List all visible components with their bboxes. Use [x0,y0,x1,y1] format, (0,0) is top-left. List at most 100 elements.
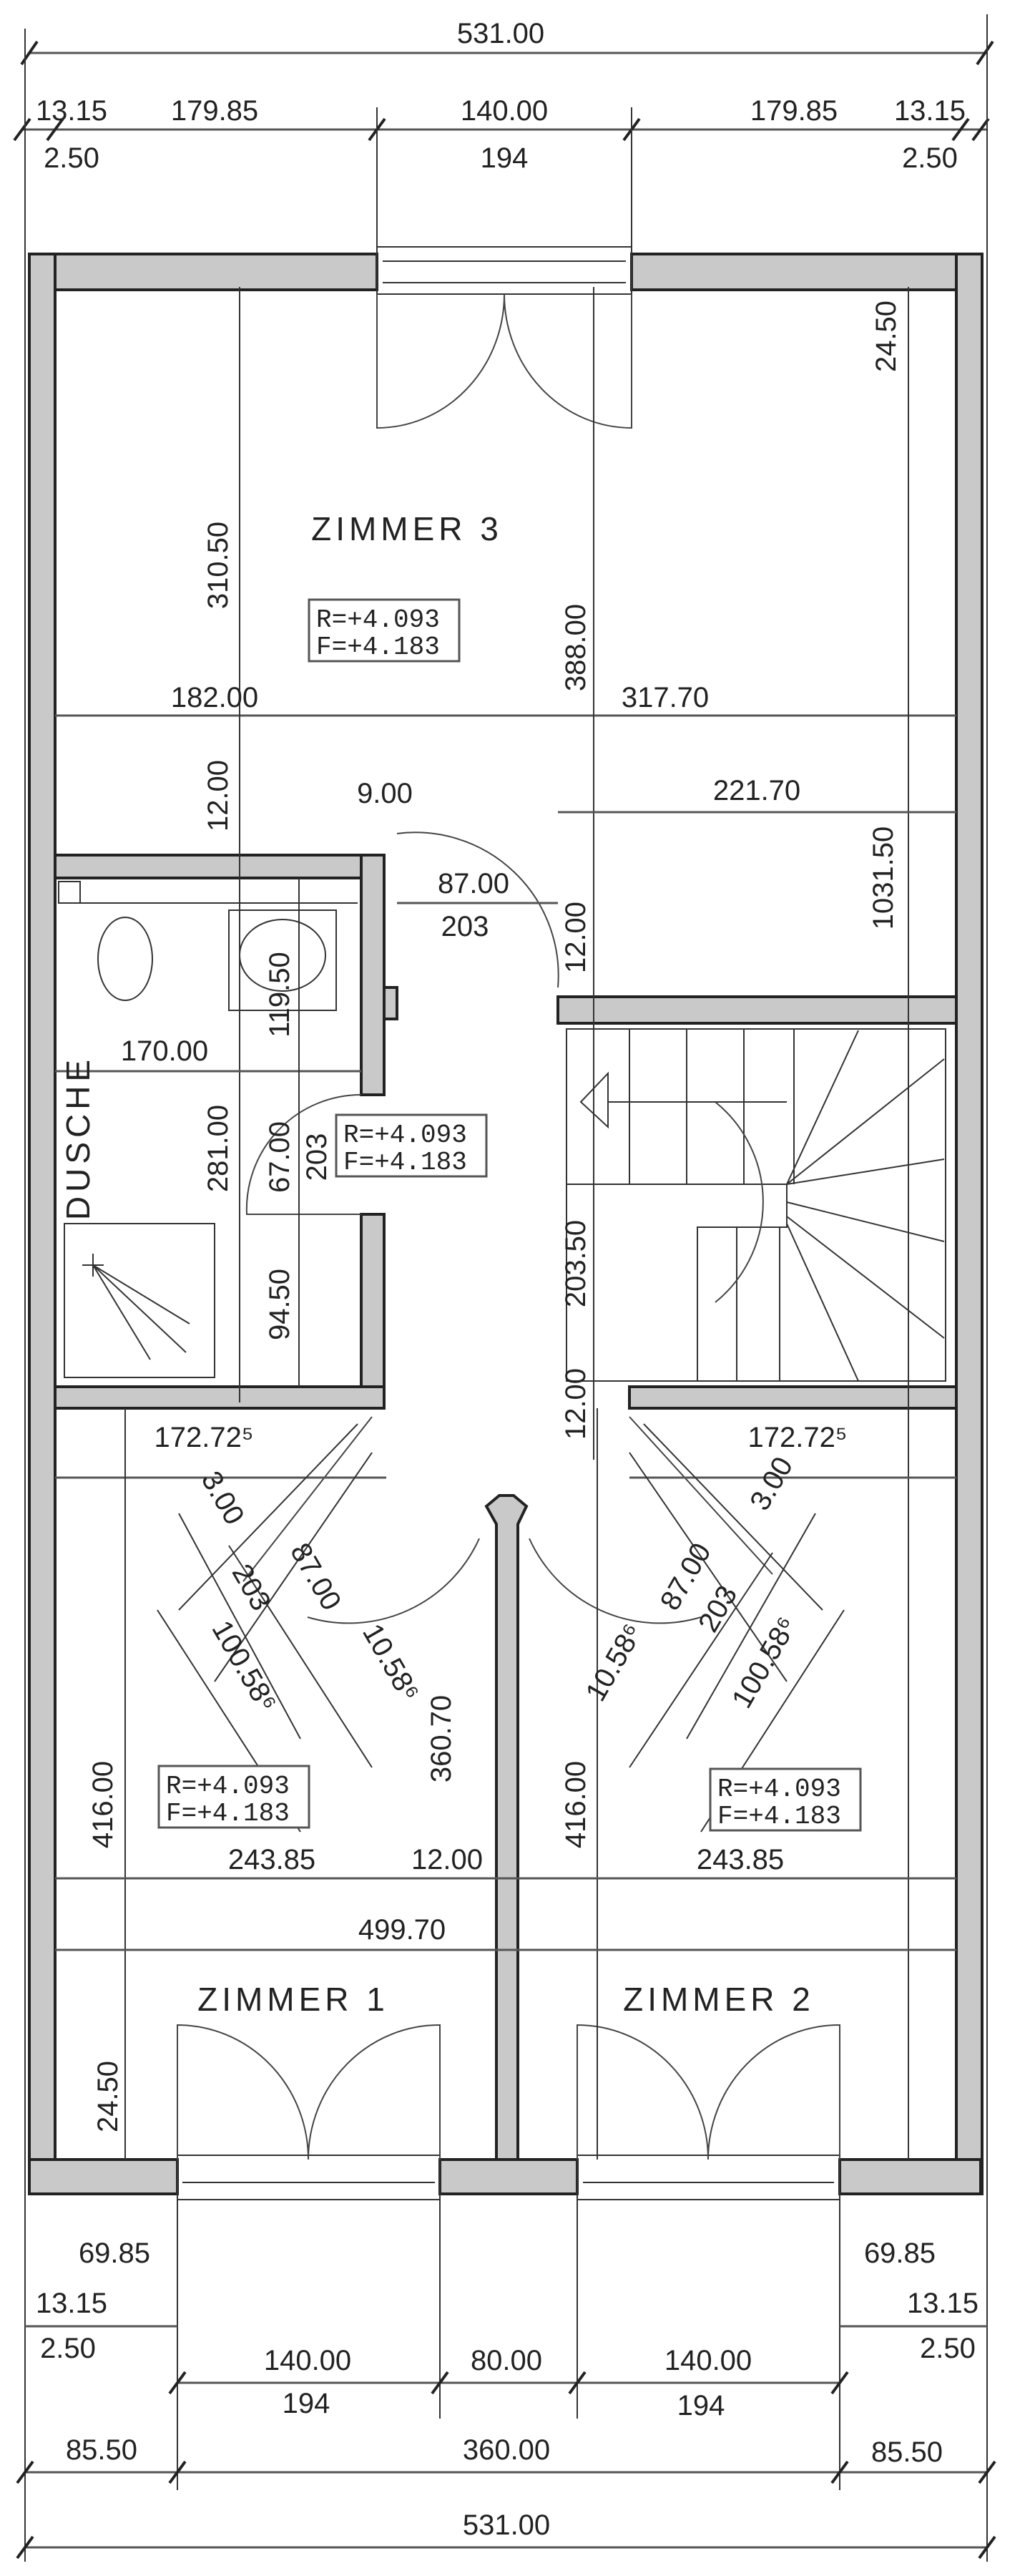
dim-z2-top-width: 172.72⁵ [748,1422,848,1453]
dim-z2-diag-short: 10.58⁶ [580,1619,649,1707]
wall-stair-top [556,995,958,1025]
bathroom-fixtures [58,881,358,1378]
wall-top-left [28,253,378,291]
dim-z2-diag-long: 100.58⁶ [726,1611,803,1713]
room-height: R=+4.093 [717,1775,841,1804]
dim-window1-width: 140.00 [264,2345,351,2376]
dim-bath-door-height: 203 [301,1133,333,1181]
dimension-tick [20,40,39,66]
room-label-zimmer1: ZIMMER 1 [197,1981,389,2018]
level-tag-box [709,1767,862,1832]
dim-z2-door-height: 203 [692,1581,743,1638]
dim-bath-lower: 94.50 [264,1269,295,1340]
sink-cabinet [228,909,337,1011]
level-tag-hall: R=+4.093 F=+4.183 [335,1113,488,1178]
wall-bath-right-lower [360,1213,386,1409]
dim-z1-depth: 416.00 [87,1761,119,1848]
dim-stair-depth: 203.50 [560,1220,592,1307]
dim-middle-pier: 80.00 [471,2345,542,2376]
door-swing-zimmer2-diagonal [529,1416,773,1624]
dim-right-pier-top: 179.85 [750,95,838,127]
level-tag-zimmer2: R=+4.093 F=+4.183 [709,1767,862,1832]
doors [177,293,840,2160]
walls [28,253,984,2195]
room-label-zimmer3: ZIMMER 3 [311,510,503,547]
dim-window2-width: 140.00 [664,2345,752,2376]
dim-right-offset-top: 2.50 [902,142,958,174]
door-swing-zimmer1-right [308,2024,441,2160]
wall-bottom-left [28,2158,179,2195]
wall-partition-zimmer1-zimmer2 [484,1494,529,2161]
dim-stair-width: 221.70 [713,775,800,806]
dimension-tick [568,2371,587,2395]
dim-left-segment: 85.50 [66,2434,137,2466]
level-tag-box [157,1765,310,1829]
dim-inner-width: 499.70 [358,1914,446,1946]
window-zimmer1 [177,2155,441,2200]
interior-dimension-lines [55,287,956,2160]
dim-stair-wall-top: 12.00 [560,902,592,973]
wall-bath-bottom [54,1385,386,1410]
dimension-tick [168,2371,187,2395]
dimension-tick [951,117,970,142]
dimension-tick [13,117,31,142]
dim-shower-width: 170.00 [121,1035,208,1067]
room-label-zimmer2: ZIMMER 2 [623,1981,815,2018]
wall-bath-right-upper [360,854,386,1096]
dimension-tick [830,2460,849,2484]
dim-window-width-top: 140.00 [461,95,548,127]
wall-bath-stub [383,986,398,1020]
room-label-dusche: DUSCHE [59,1055,97,1220]
dim-hall-door-width: 87.00 [438,868,509,899]
stair-direction-arrow-icon [579,1071,787,1129]
dim-bottom-wall-depth: 24.50 [92,2061,124,2132]
door-swing-zimmer3-left [376,293,505,429]
room-height: R=+4.093 [166,1772,290,1801]
wall-left [28,253,57,2195]
dim-bath-door-width: 67.00 [264,1121,295,1193]
dimension-tick [978,2460,996,2484]
dim-right-segment: 85.50 [871,2436,943,2468]
stair-outline [566,1028,946,1382]
dim-wall-depth-top: 24.50 [870,301,902,372]
floor-level: F=+4.183 [717,1802,841,1831]
dim-z2-depth: 416.00 [560,1761,592,1848]
window-zimmer2 [577,2155,840,2200]
dimension-tick [16,2460,34,2484]
toilet-icon [97,917,153,1001]
staircase [566,1028,946,1382]
door-swing-hall [396,831,559,988]
dim-z1-width: 243.85 [228,1844,315,1875]
dimension-tick [431,2371,449,2395]
level-tag-box [335,1113,488,1178]
dim-z3-right: 317.70 [622,682,709,713]
door-swing-zimmer2-right [707,2024,840,2160]
dim-bath-door-offset: 9.00 [357,778,413,809]
dim-left-pier-top: 179.85 [171,95,258,127]
dim-z3-depth: 310.50 [202,522,234,609]
dim-right-margin-bottom: 13.15 [907,2288,978,2319]
dim-z3-left: 182.00 [171,682,258,713]
drain-icon [58,881,81,904]
diagonal-dimension-lines-zimmer2 [629,1423,845,1833]
door-swing-bath [245,1093,362,1215]
dim-window1-height: 194 [283,2388,330,2419]
dim-overall-bottom: 531.00 [463,2509,550,2541]
dim-window2-height: 194 [677,2390,725,2421]
dim-z1-partition: 360.70 [426,1695,457,1782]
stair-walkline [715,1101,764,1303]
door-swing-zimmer3-right [504,293,632,429]
bottom-dimensions: 69.85 69.85 13.15 13.15 2.50 2.50 140.00… [16,2200,996,2560]
dim-right-offset-bottom: 2.50 [920,2333,976,2364]
dim-left-margin-top: 13.15 [36,95,107,127]
dim-right-pier-bottom: 69.85 [864,2238,936,2269]
dim-z2-width: 243.85 [697,1844,784,1875]
dimension-tick [971,117,990,142]
room-height: R=+4.093 [343,1121,467,1150]
door-swing-zimmer2-left [577,2024,709,2160]
dim-hall-door-height: 203 [441,911,489,942]
dim-partition-thickness: 12.00 [411,1844,483,1875]
dim-left-margin-bottom: 13.15 [36,2288,107,2319]
dim-overall-top: 531.00 [457,18,544,49]
